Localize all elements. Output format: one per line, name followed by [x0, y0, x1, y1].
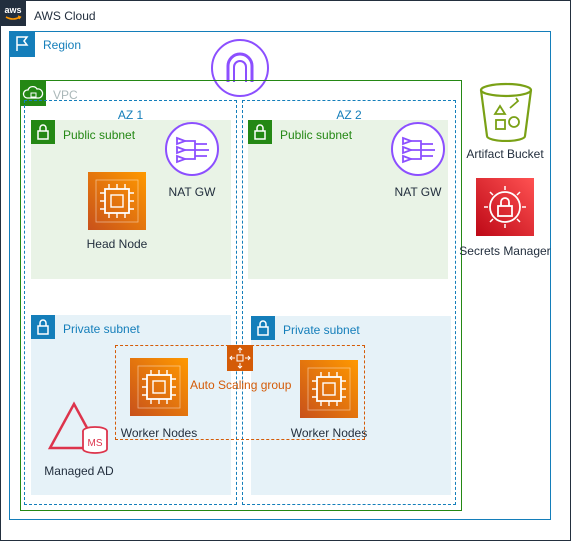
aws-logo-icon: aws: [0, 0, 26, 26]
artifact-bucket-label: Artifact Bucket: [466, 147, 544, 161]
region-label: Region: [43, 38, 82, 52]
head-node-label: Head Node: [86, 237, 148, 251]
az1-label: AZ 1: [117, 108, 144, 122]
managed-ad-label: Managed AD: [44, 464, 114, 478]
auto-scaling-group-label: Auto Scaling group: [190, 378, 292, 392]
nat-gw-2-label: NAT GW: [394, 185, 442, 199]
padlock-icon: [31, 315, 55, 339]
worker-nodes-2-label: Worker Nodes: [290, 426, 368, 440]
public-subnet-1-label: Public subnet: [63, 128, 136, 142]
s3-bucket-icon: [476, 80, 536, 142]
private-subnet-1-label: Private subnet: [63, 322, 140, 336]
secrets-manager-icon: [476, 178, 534, 236]
region-group: [9, 31, 551, 520]
vpc-label: VPC: [53, 88, 78, 102]
padlock-icon: [31, 120, 55, 144]
vpc-group: [20, 80, 462, 511]
aws-logo-text: aws: [4, 5, 21, 15]
padlock-icon: [251, 316, 275, 340]
ec2-chip-icon: [300, 360, 358, 418]
directory-service-icon: MS: [45, 400, 113, 456]
ms-badge-text: MS: [88, 438, 103, 449]
flag-icon: [9, 31, 35, 57]
internet-gateway-arch-icon: [210, 38, 270, 98]
padlock-icon: [248, 120, 272, 144]
ec2-chip-icon: [130, 358, 188, 416]
auto-scaling-icon: [227, 345, 253, 371]
az2-group: [242, 100, 456, 505]
secrets-manager-label: Secrets Manager: [459, 244, 551, 258]
nat-gw-1-label: NAT GW: [168, 185, 216, 199]
ec2-chip-icon: [88, 172, 146, 230]
aws-cloud-label: AWS Cloud: [34, 9, 96, 23]
nat-gateway-icon: [389, 120, 447, 178]
public-subnet-2-label: Public subnet: [280, 128, 353, 142]
az1-group: [24, 100, 237, 505]
private-subnet-2-label: Private subnet: [283, 323, 360, 337]
az2-label: AZ 2: [336, 108, 362, 122]
nat-gateway-icon: [163, 120, 221, 178]
worker-nodes-1-label: Worker Nodes: [120, 426, 198, 440]
